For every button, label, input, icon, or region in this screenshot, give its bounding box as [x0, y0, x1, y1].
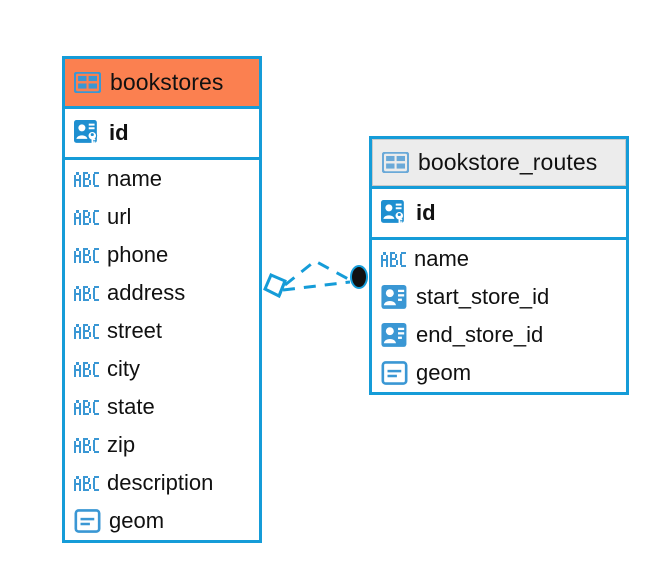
- field-row-zip[interactable]: zip: [65, 426, 259, 464]
- primary-key-icon: [381, 199, 404, 224]
- field-row-geom[interactable]: geom: [65, 502, 259, 540]
- field-label: end_store_id: [416, 322, 544, 347]
- field-label: id: [109, 120, 129, 145]
- field-row-name[interactable]: name: [372, 240, 626, 278]
- primary-key-icon: [74, 119, 98, 144]
- text-type-icon: [74, 247, 99, 263]
- field-label: address: [107, 280, 186, 305]
- text-type-icon: [74, 475, 99, 491]
- relationship-straight-line: [282, 280, 351, 292]
- text-type-icon: [74, 437, 99, 453]
- rhombus-marker: [263, 273, 287, 299]
- field-label: city: [107, 356, 140, 381]
- field-label: state: [107, 394, 155, 419]
- field-row-state[interactable]: state: [65, 388, 259, 426]
- field-row-phone[interactable]: phone: [65, 236, 259, 274]
- entity-bookstore-routes[interactable]: bookstore_routes id: [369, 136, 629, 395]
- text-type-icon: [381, 251, 406, 267]
- field-label: id: [416, 200, 436, 225]
- field-row-end-store-id[interactable]: end_store_id: [372, 316, 626, 354]
- entity-bookstores[interactable]: bookstores id: [62, 56, 262, 543]
- text-type-icon: [74, 285, 99, 301]
- field-row-address[interactable]: address: [65, 274, 259, 312]
- field-row-description[interactable]: description: [65, 464, 259, 502]
- table-icon: [382, 152, 409, 173]
- field-row-name[interactable]: name: [65, 160, 259, 198]
- field-row-id[interactable]: id: [372, 189, 626, 237]
- field-label: street: [107, 318, 163, 343]
- field-section-bookstores: name url: [65, 157, 259, 540]
- field-label: phone: [107, 242, 169, 267]
- entity-header-bookstores[interactable]: bookstores: [65, 59, 259, 106]
- geometry-type-icon: [74, 509, 101, 533]
- text-type-icon: [74, 399, 99, 415]
- field-row-geom[interactable]: geom: [372, 354, 626, 392]
- filled-circle-marker: [350, 265, 368, 289]
- entity-title: bookstores: [110, 69, 224, 95]
- primary-key-section-bookstores: id: [65, 106, 259, 157]
- text-type-icon: [74, 209, 99, 225]
- text-type-icon: [74, 323, 99, 339]
- field-label: start_store_id: [416, 284, 550, 309]
- field-label: geom: [109, 508, 165, 533]
- field-label: geom: [416, 360, 472, 385]
- field-section-bookstore-routes: name start_store_id: [372, 237, 626, 392]
- field-label: zip: [107, 432, 136, 457]
- field-label: description: [107, 470, 214, 495]
- primary-key-section-bookstore-routes: id: [372, 186, 626, 237]
- field-row-city[interactable]: city: [65, 350, 259, 388]
- relationship-arc-line: [284, 259, 353, 287]
- table-icon: [74, 72, 101, 93]
- field-row-id[interactable]: id: [65, 109, 259, 157]
- foreign-key-icon: [381, 284, 407, 309]
- field-row-start-store-id[interactable]: start_store_id: [372, 278, 626, 316]
- field-row-url[interactable]: url: [65, 198, 259, 236]
- entity-header-bookstore-routes[interactable]: bookstore_routes: [372, 139, 626, 186]
- field-row-street[interactable]: street: [65, 312, 259, 350]
- field-label: url: [107, 204, 132, 229]
- entity-title: bookstore_routes: [418, 149, 598, 175]
- foreign-key-icon: [381, 322, 407, 347]
- field-label: name: [414, 246, 470, 271]
- text-type-icon: [74, 171, 99, 187]
- geometry-type-icon: [381, 361, 408, 385]
- text-type-icon: [74, 361, 99, 377]
- field-label: name: [107, 166, 163, 191]
